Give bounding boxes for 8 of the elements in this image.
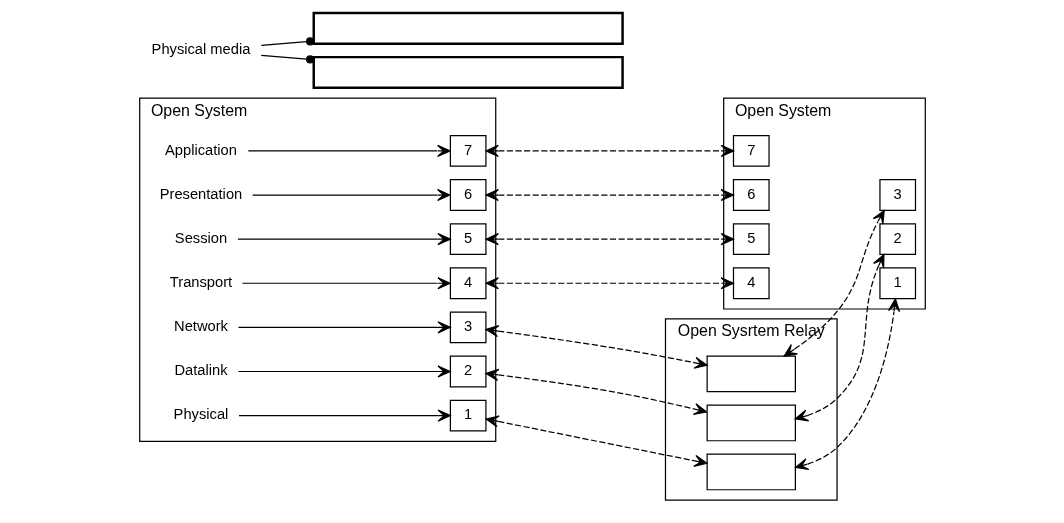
node-text: Session (174, 229, 227, 246)
node-text: Presentation (159, 185, 242, 202)
node-text: Network (173, 318, 228, 335)
node-text: Transport (169, 274, 232, 291)
node-text: Application (164, 141, 237, 158)
node-text: Physical (173, 406, 228, 423)
node-text: Datalink (173, 362, 228, 379)
node-text: Physical media (151, 41, 250, 58)
